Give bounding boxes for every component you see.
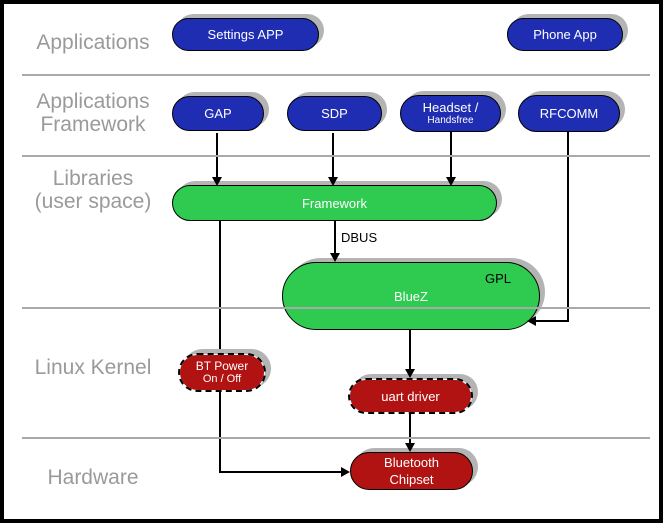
- layer-label-libraries: Libraries (user space): [8, 167, 178, 213]
- gpl-license-tag: GPL: [484, 271, 511, 286]
- node-sdp: SDP: [287, 96, 382, 131]
- layer-label-text: Applications: [36, 90, 150, 113]
- layer-label-text: Hardware: [47, 466, 139, 489]
- edge-bluez-to-uart: [409, 330, 411, 369]
- layer-label-applications: Applications: [8, 31, 178, 54]
- edge-headset-to-framework: [450, 131, 452, 177]
- edge-framework-to-bluez: [334, 220, 336, 254]
- arrowhead-right-icon: [341, 467, 350, 477]
- node-label: BT Power: [195, 358, 249, 373]
- node-label: Handsfree: [427, 115, 474, 126]
- arrowhead-down-icon: [405, 369, 415, 378]
- node-headset-handsfree: Headset / Handsfree: [400, 95, 501, 132]
- layer-label-hardware: Hardware: [8, 466, 178, 489]
- layer-label-linux-kernel: Linux Kernel: [8, 356, 178, 379]
- node-uart-driver: uart driver: [348, 378, 473, 414]
- layer-label-applications-framework: Applications Framework: [8, 90, 178, 136]
- edge-rfcomm-to-bluez-horizontal: [536, 320, 569, 322]
- node-framework: Framework: [172, 185, 497, 221]
- layer-divider-1: [22, 74, 650, 76]
- edge-uart-to-chipset: [409, 413, 411, 443]
- node-settings-app: Settings APP: [172, 18, 319, 51]
- arrowhead-down-icon: [446, 177, 456, 186]
- layer-label-text: Framework: [40, 113, 146, 136]
- node-label: Phone App: [533, 27, 597, 42]
- arrowhead-down-icon: [328, 177, 338, 186]
- node-label: Framework: [301, 195, 367, 211]
- layer-label-text: Applications: [36, 31, 150, 54]
- layer-divider-4: [22, 437, 650, 439]
- node-label: BlueZ: [394, 288, 428, 304]
- node-label: On / Off: [202, 372, 242, 385]
- dbus-edge-label: DBUS: [341, 230, 378, 245]
- node-bluetooth-chipset: Bluetooth Chipset: [350, 452, 473, 490]
- edge-framework-to-chipset-vertical: [219, 220, 221, 472]
- layer-label-text: Linux Kernel: [34, 356, 152, 379]
- layer-divider-2: [22, 155, 650, 157]
- node-label: uart driver: [381, 388, 440, 404]
- node-label: Headset /: [422, 100, 479, 115]
- edge-framework-to-chipset-horizontal: [219, 471, 341, 473]
- node-label: SDP: [321, 106, 348, 121]
- node-label: Bluetooth: [384, 455, 439, 470]
- layer-label-text: Libraries: [52, 167, 134, 190]
- node-bt-power: BT Power On / Off: [178, 353, 266, 392]
- node-rfcomm: RFCOMM: [518, 95, 620, 132]
- node-label: Chipset: [389, 472, 434, 487]
- arrowhead-down-icon: [405, 443, 415, 452]
- node-label: GAP: [204, 106, 232, 121]
- node-label: Settings APP: [207, 27, 284, 42]
- arrowhead-down-icon: [330, 253, 340, 262]
- arrowhead-left-icon: [527, 316, 536, 326]
- node-label: RFCOMM: [539, 106, 599, 121]
- edge-rfcomm-to-bluez-vertical: [567, 131, 569, 321]
- arrowhead-down-icon: [212, 177, 222, 186]
- node-gap: GAP: [172, 96, 264, 131]
- layer-label-text: (user space): [34, 190, 152, 213]
- layer-divider-3: [22, 307, 650, 309]
- node-bluez: BlueZ GPL: [282, 262, 540, 330]
- node-phone-app: Phone App: [507, 18, 623, 51]
